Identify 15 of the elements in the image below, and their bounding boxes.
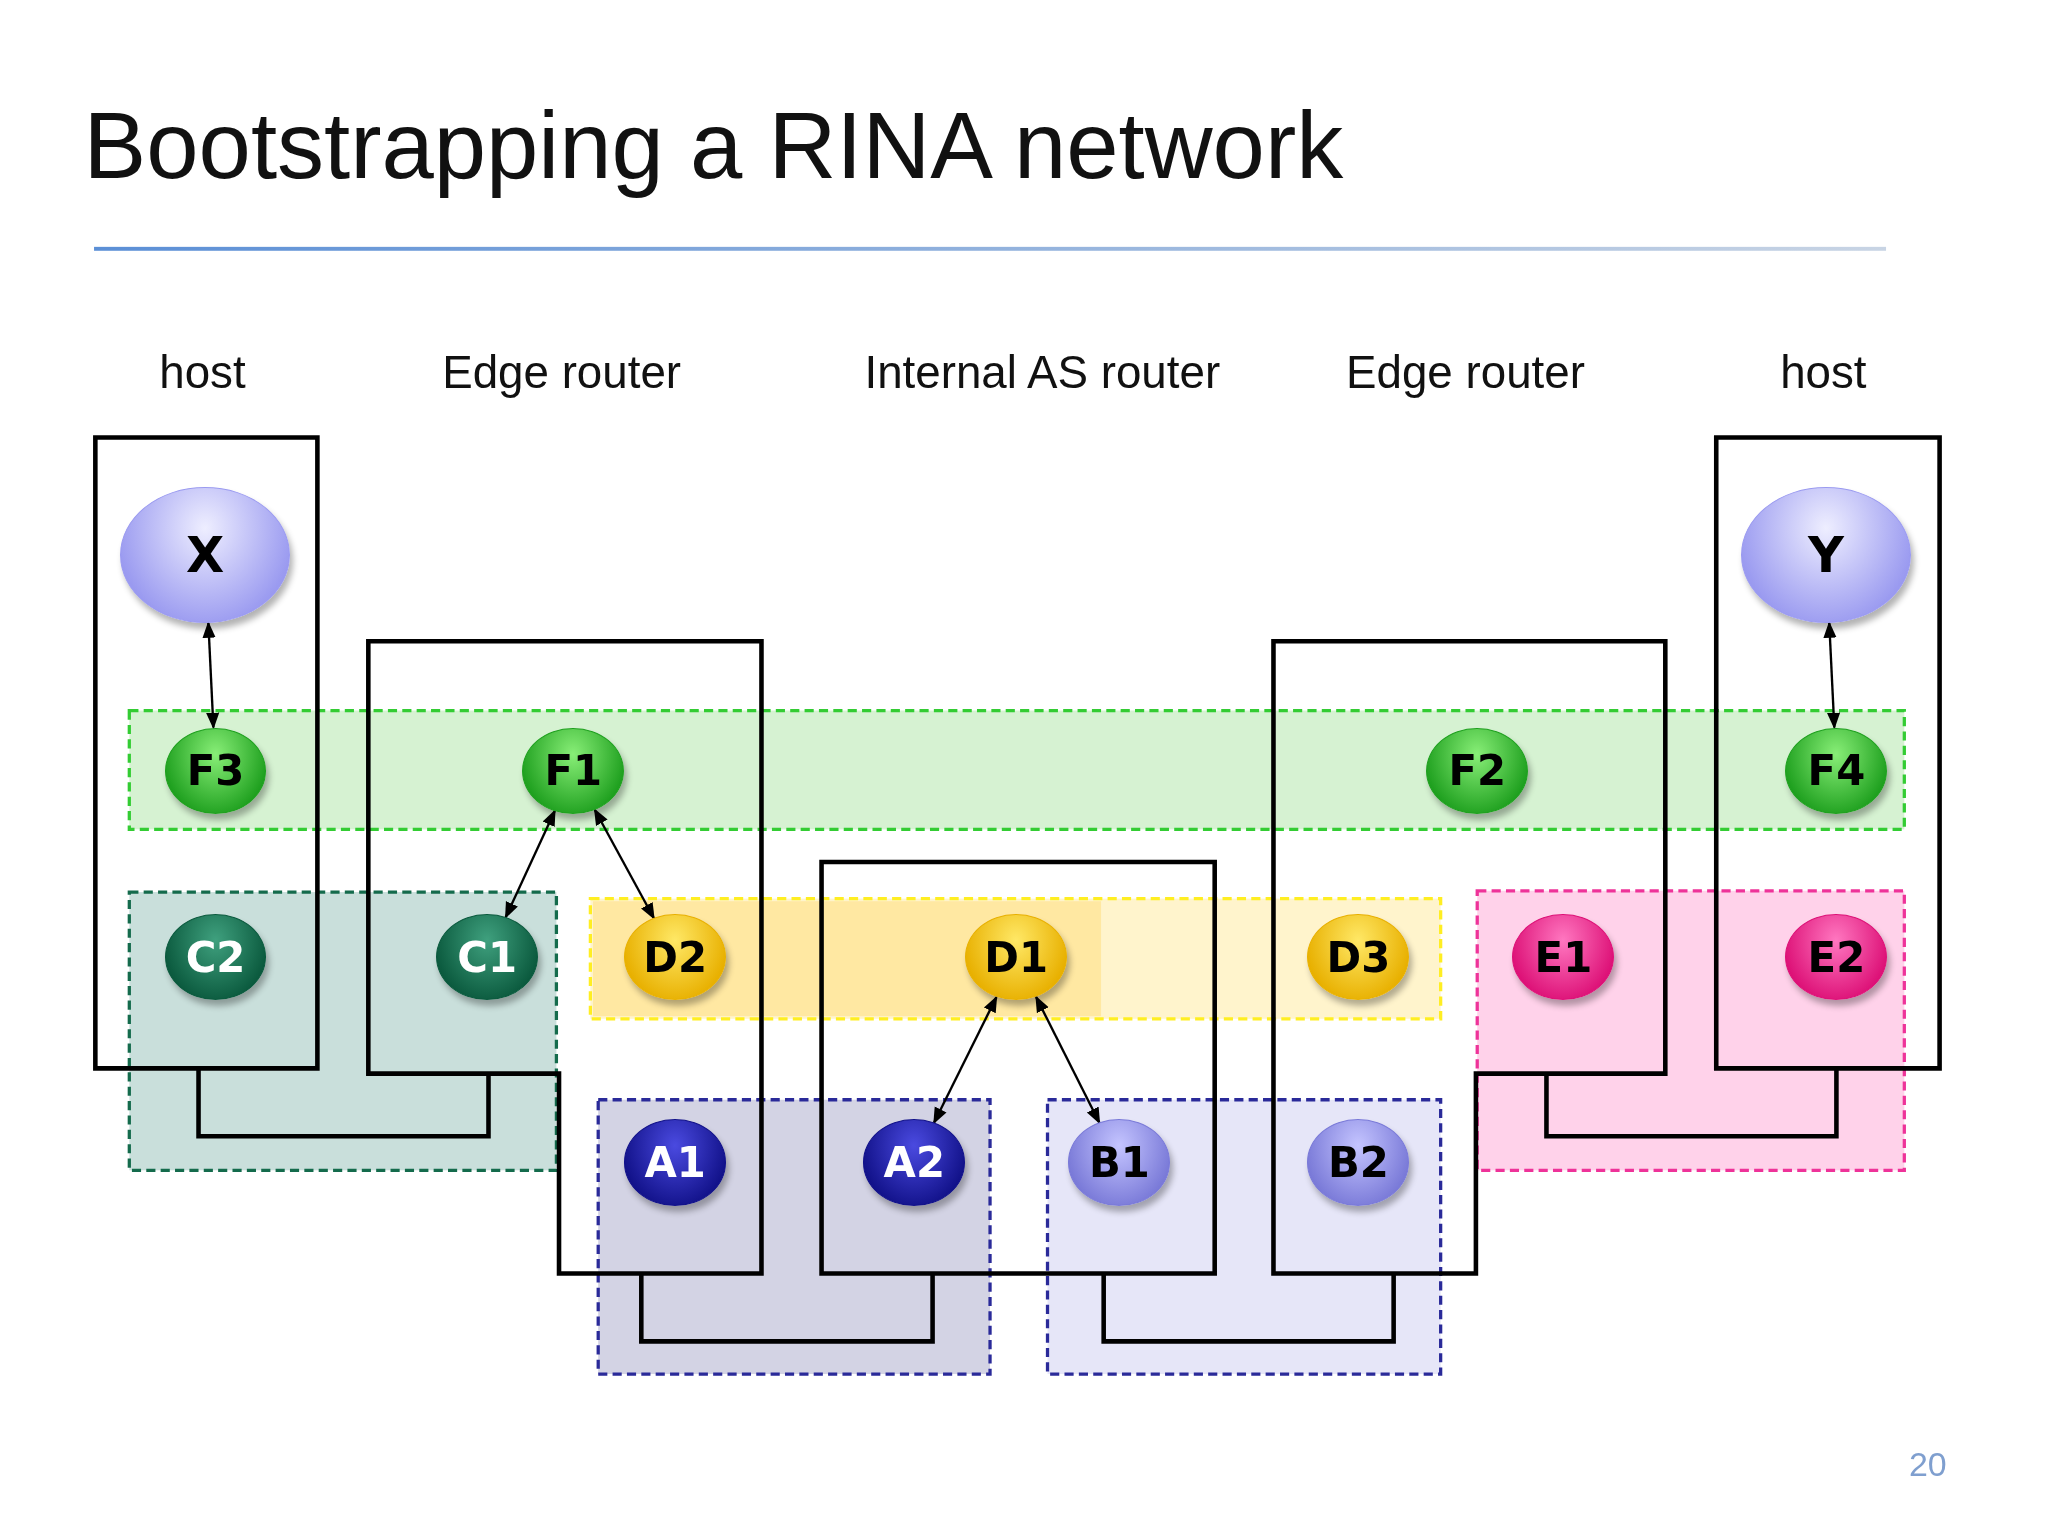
arrow [1035,995,1101,1125]
node-ellipse: X [120,487,290,623]
system-label: host [1780,347,1867,400]
arrow [593,808,655,920]
system-label: host [159,347,246,400]
system-label: Edge router [442,347,682,400]
node-ellipse: Y [1741,487,1911,623]
arrow [504,809,556,919]
arrow [202,621,220,730]
page-number: 20 [1908,1444,1947,1484]
system-label: Internal AS router [864,347,1221,400]
arrow [932,995,998,1125]
system-label: Edge router [1346,347,1585,400]
arrow [1823,621,1841,730]
slide-title: Bootstrapping a RINA network [83,94,1344,198]
